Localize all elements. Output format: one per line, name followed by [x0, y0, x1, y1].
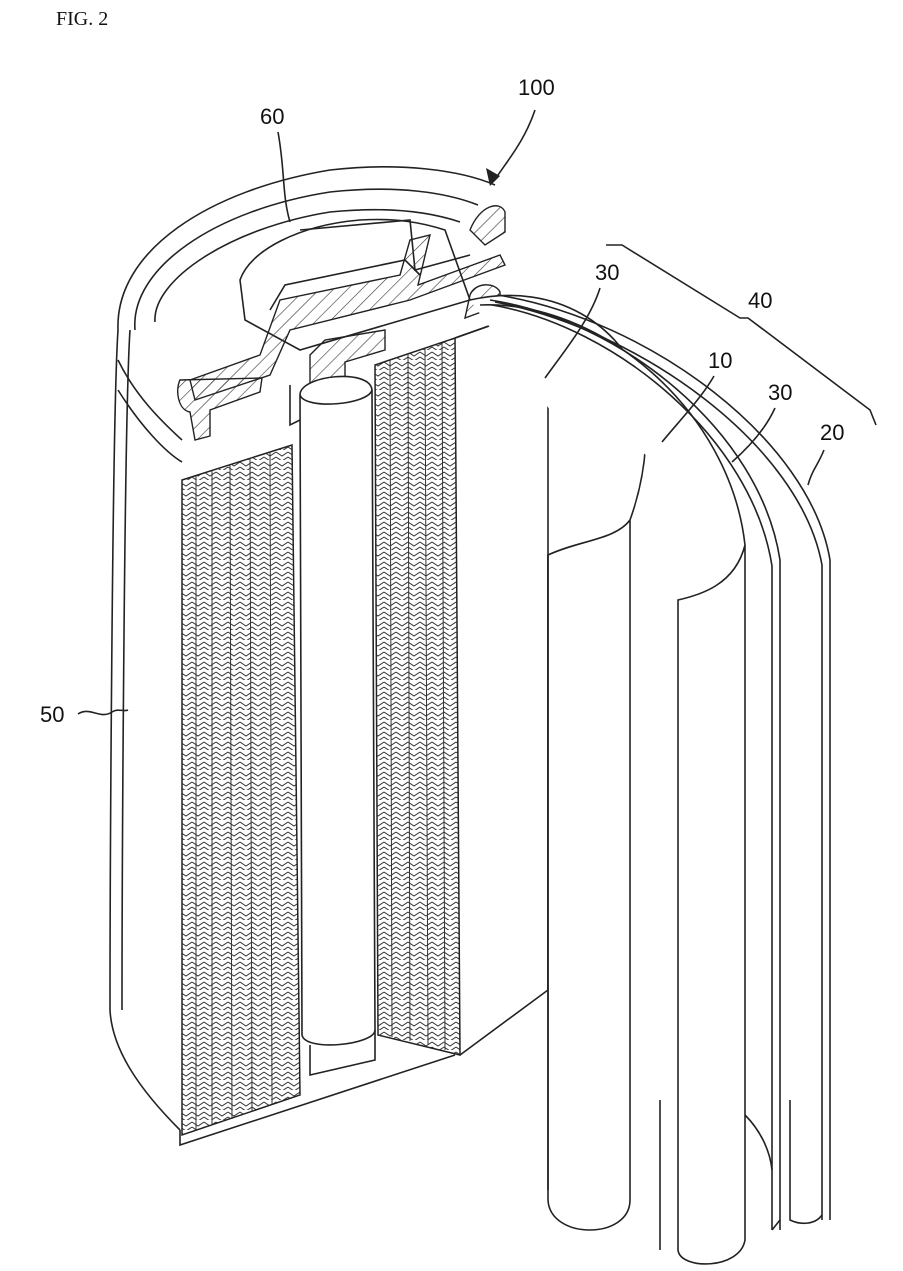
label-100: 100 [518, 75, 555, 100]
electrode-winding-left [182, 445, 300, 1135]
figure-title: FIG. 2 [56, 8, 108, 31]
label-20: 20 [820, 420, 844, 445]
label-second-electrode: 20 [808, 420, 844, 485]
center-pin [290, 376, 375, 1075]
label-battery: 100 [486, 75, 555, 186]
label-30-outer: 30 [768, 380, 792, 405]
label-10: 10 [708, 348, 732, 373]
label-separator-outer: 30 [732, 380, 792, 462]
electrode-winding-right [375, 305, 548, 1055]
label-30-inner: 30 [595, 260, 619, 285]
interior-face [455, 305, 548, 1055]
label-60: 60 [260, 104, 284, 129]
unrolled-layers [470, 295, 830, 1264]
label-50: 50 [40, 702, 64, 727]
label-40: 40 [748, 288, 772, 313]
label-case: 50 [40, 702, 128, 727]
